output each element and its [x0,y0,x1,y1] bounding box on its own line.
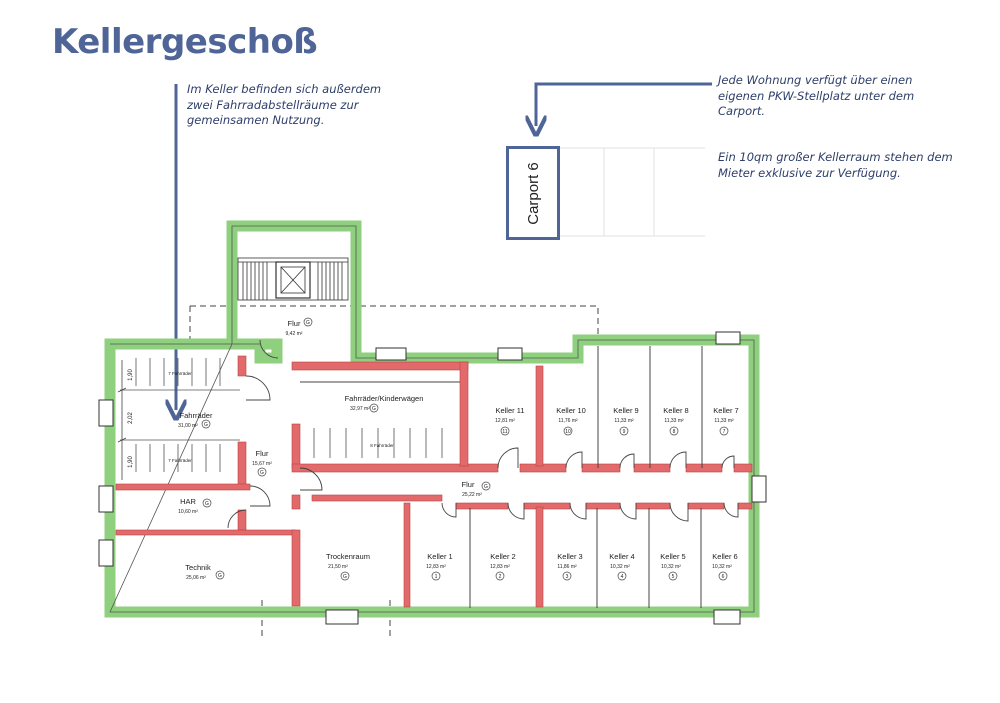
marker-text: 1 [435,574,438,580]
carport-box: Carport 6 [506,146,560,240]
dimension-line [117,360,127,480]
windows [98,331,767,625]
marker-text: 8 [673,429,676,435]
marker-text: G [218,573,222,579]
marker-text: G [372,406,376,412]
cellar-name: Keller 2 [490,552,515,561]
bike-count: 8 Fahrräder [370,443,394,448]
marker-text: G [484,484,488,490]
annotation-arrows [176,82,712,410]
room-area: 21,50 m² [328,564,348,570]
room-name: Flur [462,480,475,489]
dimension-value: 1,90 [128,456,134,468]
note-carport: Jede Wohnung verfügt über einen eigenen … [718,73,915,118]
room-name: Flur [288,319,301,328]
room-name: HAR [180,497,196,506]
cellar-area: 11,33 m² [664,418,684,424]
cellar-name: Keller 10 [556,406,586,415]
room-area: 10,60 m² [178,509,198,515]
cellar-area: 12,81 m² [495,418,515,424]
marker-text: 7 [723,429,726,435]
cellar-area: 10,32 m² [661,564,681,570]
cellar-name: Keller 3 [557,552,582,561]
page-title: Kellergeschoß [52,22,318,62]
inner-walls [115,355,753,608]
marker-text: 10 [565,429,571,435]
cellar-area: 10,32 m² [610,564,630,570]
marker-text: 4 [621,574,624,580]
cellar-area: 12,83 m² [426,564,446,570]
room-name: Fahrräder [180,411,213,420]
bike-racks [120,358,443,472]
carport-label: Carport 6 [524,161,542,225]
marker-text: 11 [502,429,507,435]
dimension-value: 1,90 [128,369,134,381]
marker-text: 3 [566,574,569,580]
cellar-name: Keller 4 [609,552,634,561]
cellar-name: Keller 7 [713,406,738,415]
cellar-area: 11,33 m² [714,418,734,424]
marker-text: 2 [499,574,502,580]
marker-text: 9 [623,429,626,435]
marker-text: G [306,320,310,326]
cellar-name: Keller 8 [663,406,688,415]
room-marker-text: G G G G G G G G 11 10 9 8 7 1 2 3 4 5 6 [204,320,726,580]
room-name: Fahrräder/Kinderwägen [345,394,424,403]
room-area: 15,67 m² [252,461,272,467]
cellar-name: Keller 11 [495,406,524,415]
room-labels: Flur 9,42 m² Fahrräder 31,00 m² 7 Fahrrä… [128,319,739,581]
marker-text: G [205,501,209,507]
cellar-area: 11,86 m² [557,564,577,570]
room-area: 25,22 m² [462,492,482,498]
bike-count: 7 Fahrräder [168,458,192,463]
dimension-value: 2,02 [128,412,134,424]
marker-text: G [343,574,347,580]
bike-count: 7 Fahrräder [168,371,192,376]
cellar-name: Keller 9 [613,406,638,415]
cellar-area: 12,83 m² [490,564,510,570]
cellar-area: 11,33 m² [614,418,634,424]
room-markers [201,317,729,581]
cellar-area: 10,32 m² [712,564,732,570]
doors [227,339,739,529]
partitions [300,346,703,608]
room-area: 25,06 m² [186,575,206,581]
marker-text: G [260,470,264,476]
cellar-area: 11,76 m² [558,418,578,424]
room-name: Trockenraum [326,552,370,561]
note-bike-rooms: Im Keller befinden sich außerdem zwei Fa… [187,82,382,127]
carport-grid [556,147,705,237]
note-cellar-room: Ein 10qm großer Kellerraum stehen dem Mi… [718,150,953,180]
marker-text: 5 [672,574,675,580]
room-area: 32,97 m² [350,406,370,412]
arrow-carport [536,82,712,126]
room-name: Flur [256,449,269,458]
cellar-name: Keller 1 [427,552,452,561]
outer-walls [104,220,760,618]
room-area: 9,42 m² [286,331,303,337]
cellar-name: Keller 5 [660,552,685,561]
stair-block [237,257,349,301]
room-area: 31,00 m² [178,423,198,429]
marker-text: 6 [722,574,725,580]
cellar-name: Keller 6 [712,552,737,561]
room-name: Technik [185,563,211,572]
marker-text: G [204,422,208,428]
